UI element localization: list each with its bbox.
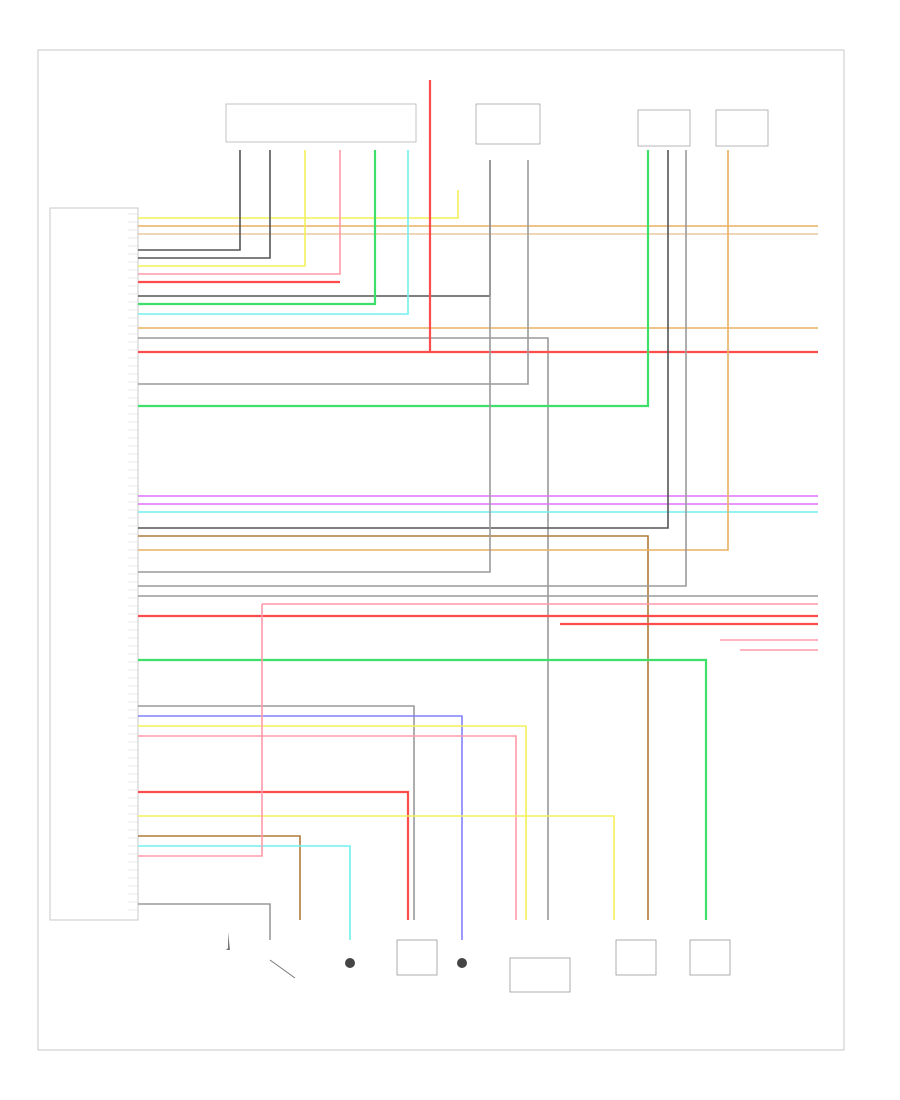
components — [225, 103, 769, 993]
wire-dark — [138, 150, 241, 251]
switch-box — [509, 957, 571, 993]
wires — [128, 80, 818, 940]
wire-green — [138, 658, 708, 920]
wire-grey — [138, 150, 687, 587]
wire-green — [138, 150, 377, 306]
cruise-switch — [637, 109, 691, 147]
brake-switch — [715, 109, 769, 147]
wire-cyan — [138, 150, 409, 315]
wire-yellow — [138, 815, 615, 920]
wire-yellow — [138, 150, 306, 267]
sensor-connector-icon — [457, 958, 467, 968]
wire-cyan — [138, 845, 351, 940]
wire-grey — [138, 337, 549, 920]
wire-yellow — [138, 190, 459, 219]
wire-red — [138, 790, 410, 920]
wire-yellow — [138, 725, 527, 920]
wire-dark — [138, 160, 491, 297]
switch-contact-icon — [269, 959, 296, 979]
hot-box — [615, 939, 657, 976]
wire-pink — [138, 735, 517, 920]
wire-blue — [138, 715, 463, 940]
diagram-border — [37, 49, 845, 1051]
wire-pink — [138, 604, 263, 857]
wire-brown — [138, 535, 649, 920]
pin-stubs — [128, 213, 138, 911]
wire-orange — [138, 150, 729, 551]
ignition-switch — [475, 103, 541, 145]
sensor-connector-icon — [345, 958, 355, 968]
wire-dark — [138, 150, 271, 259]
wire-dark — [138, 150, 669, 529]
wire-brown — [138, 835, 301, 920]
fuse-block — [225, 103, 417, 143]
wire-green — [138, 150, 650, 408]
control-module-box — [49, 207, 139, 921]
wire-grey — [138, 160, 491, 573]
wire-pink — [138, 150, 341, 275]
wire-grey — [138, 903, 271, 940]
generator-box — [396, 939, 438, 976]
cold-box — [689, 939, 731, 976]
wire-grey — [138, 705, 415, 920]
ground-icon — [226, 932, 230, 950]
wire-grey — [138, 160, 529, 385]
